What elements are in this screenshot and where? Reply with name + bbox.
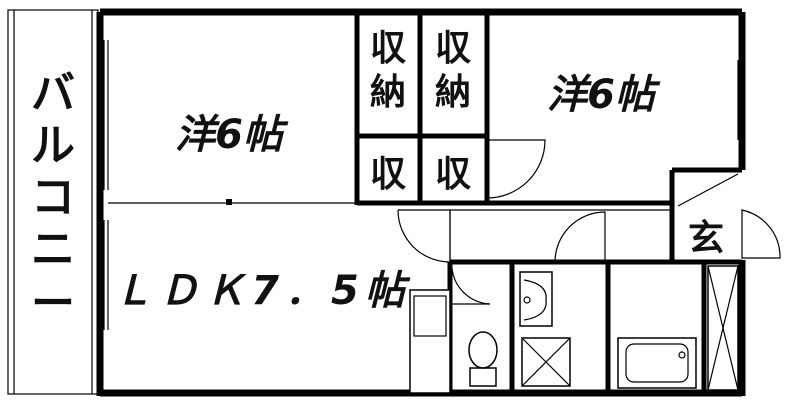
balcony: バ ル コ ニ ー xyxy=(7,9,99,395)
toilet xyxy=(468,331,498,387)
bathtub xyxy=(617,337,697,389)
closet-right-char-1: 収 xyxy=(435,28,471,69)
storage-small-left-label: 収 xyxy=(370,154,406,195)
closet-right-char-2: 納 xyxy=(435,72,471,113)
washbasin xyxy=(519,271,553,327)
shoe-cabinet xyxy=(677,173,739,391)
balcony-windows xyxy=(103,40,739,330)
door-swings xyxy=(397,139,781,305)
storage-small-right-label: 収 xyxy=(435,154,471,195)
closet-left-char-1: 収 xyxy=(370,28,406,69)
balcony-char-2: ル xyxy=(31,120,75,171)
laundry-pan xyxy=(521,337,571,387)
ldk-label: ＬＤＫ7．5帖 xyxy=(113,268,411,314)
balcony-char-4: ニ xyxy=(31,224,75,275)
balcony-char-1: バ xyxy=(31,68,75,119)
western-room-right-label: 洋6帖 xyxy=(547,72,661,118)
closet-left-char-2: 納 xyxy=(370,72,406,113)
western-room-left-label: 洋6帖 xyxy=(175,112,289,158)
balcony-char-3: コ xyxy=(31,172,75,223)
kitchen-counter xyxy=(409,289,451,394)
entrance-label: 玄 xyxy=(688,218,724,259)
balcony-char-5: ー xyxy=(31,278,75,329)
